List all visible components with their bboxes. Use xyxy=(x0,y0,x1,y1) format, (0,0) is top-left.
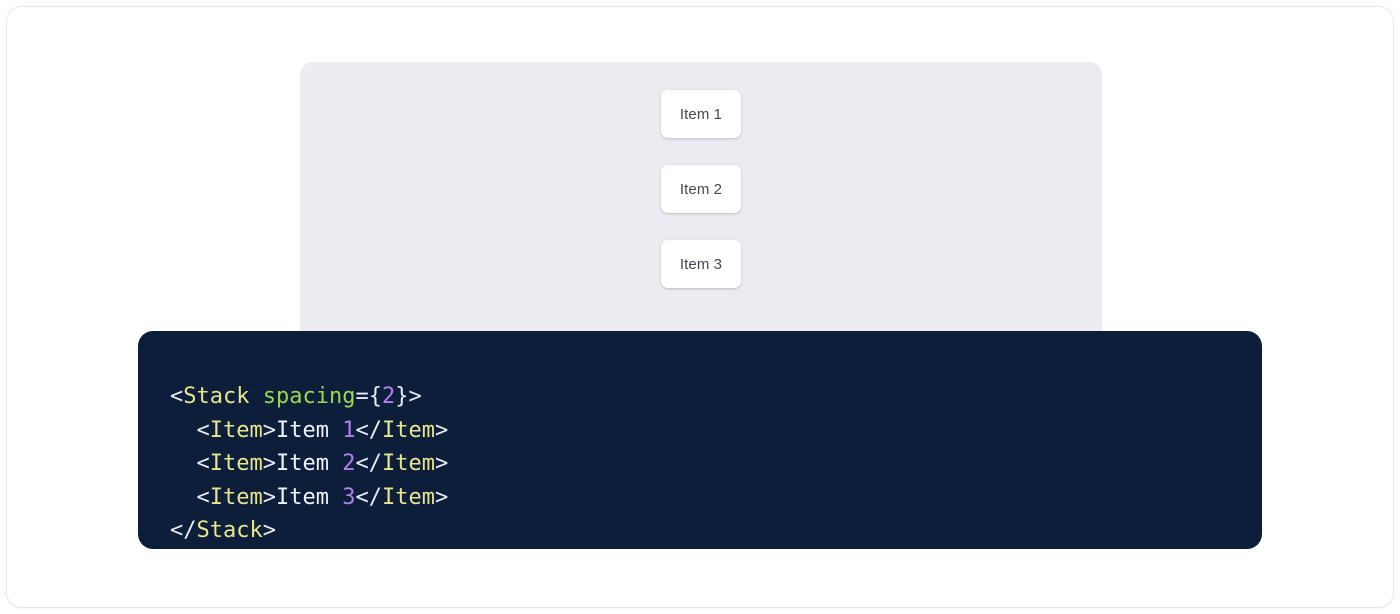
code-token-num: 2 xyxy=(342,451,355,476)
code-token-num: 1 xyxy=(342,418,355,443)
code-token-punct xyxy=(249,384,262,409)
code-token-punct: < xyxy=(197,418,210,443)
code-token-punct: < xyxy=(170,384,183,409)
code-token-punct: < xyxy=(197,485,210,510)
code-token-punct: < xyxy=(197,451,210,476)
code-token-tag: Item xyxy=(382,451,435,476)
code-token-punct: </ xyxy=(355,451,382,476)
code-token-text: Item xyxy=(276,451,342,476)
code-token-punct: > xyxy=(263,418,276,443)
code-token-punct: > xyxy=(263,518,276,543)
code-token-tag: Item xyxy=(210,451,263,476)
code-token-punct: </ xyxy=(355,485,382,510)
code-token-tag: Item xyxy=(382,485,435,510)
stack-item-label: Item 1 xyxy=(680,106,722,123)
stack-item[interactable]: Item 2 xyxy=(661,165,741,213)
code-token-tag: Item xyxy=(210,418,263,443)
code-token-punct: </ xyxy=(355,418,382,443)
stack-item-label: Item 3 xyxy=(680,256,722,273)
code-token-punct: </ xyxy=(170,518,197,543)
code-token-text: Item xyxy=(276,418,342,443)
stack-item-label: Item 2 xyxy=(680,181,722,198)
code-token-tag: Stack xyxy=(183,384,249,409)
code-token-punct: }> xyxy=(395,384,422,409)
code-token-tag: Stack xyxy=(197,518,263,543)
stack-item[interactable]: Item 1 xyxy=(661,90,741,138)
app-frame: Item 1 Item 2 Item 3 <Stack spacing={2}>… xyxy=(7,7,1393,607)
code-token-punct: > xyxy=(263,485,276,510)
code-token-text: Item xyxy=(276,485,342,510)
code-token-tag: Item xyxy=(210,485,263,510)
stack-container: Item 1 Item 2 Item 3 xyxy=(300,62,1102,352)
code-token-punct: ={ xyxy=(355,384,382,409)
stack-item[interactable]: Item 3 xyxy=(661,240,741,288)
code-token-punct: > xyxy=(435,451,448,476)
code-token-punct: > xyxy=(435,485,448,510)
code-snippet-text: <Stack spacing={2}> <Item>Item 1</Item> … xyxy=(170,380,1262,548)
code-snippet-block[interactable]: <Stack spacing={2}> <Item>Item 1</Item> … xyxy=(138,331,1262,549)
code-token-num: 2 xyxy=(382,384,395,409)
code-token-punct: > xyxy=(263,451,276,476)
code-token-punct: > xyxy=(435,418,448,443)
code-token-num: 3 xyxy=(342,485,355,510)
code-token-tag: Item xyxy=(382,418,435,443)
code-token-attr: spacing xyxy=(263,384,356,409)
component-preview-panel: Item 1 Item 2 Item 3 xyxy=(300,62,1102,352)
